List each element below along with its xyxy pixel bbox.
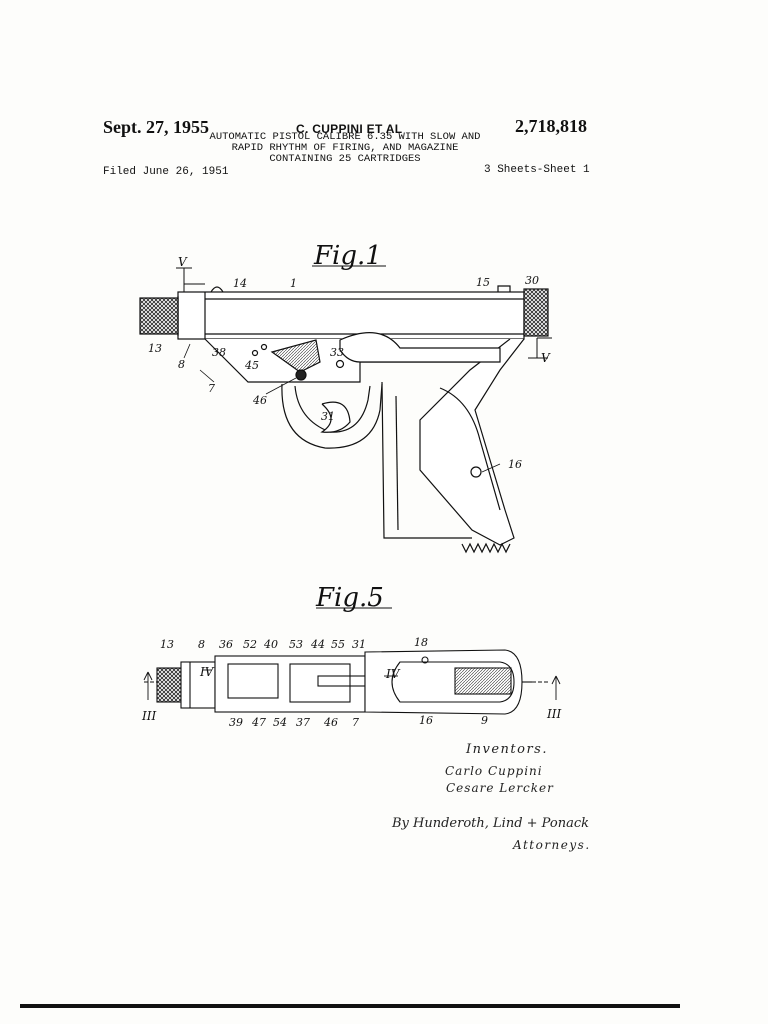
ref-numeral: 31 [321, 410, 335, 423]
inventor-name: C. CUPPINI ET AL [296, 122, 403, 136]
fig5-reference-numerals-bottom: 39 47 54 37 46 7 16 9 [229, 714, 488, 729]
ref-numeral: 8 [178, 358, 185, 371]
bottom-rule [20, 1004, 680, 1008]
section-mark-v-right [528, 337, 552, 359]
ref-numeral: 53 [289, 638, 303, 651]
ref-numeral: 1 [290, 277, 297, 290]
ref-numeral: 46 [323, 716, 338, 729]
title-line: RAPID RHYTHM OF FIRING, AND MAGAZINE [231, 142, 459, 154]
figure-1: Fig.1 [139, 241, 552, 554]
pistol-side-view [139, 285, 549, 554]
inventors-label: Inventors. [466, 742, 548, 757]
figure-5: Fig.5 [141, 583, 561, 729]
fig5-reference-numerals-top: 13 8 36 52 40 53 44 55 31 18 [160, 636, 428, 651]
ref-numeral: 45 [244, 359, 259, 372]
inventor-signature-1: Carlo Cuppini [445, 764, 543, 778]
ref-numeral: 16 [508, 458, 522, 471]
ref-numeral: 14 [233, 277, 247, 290]
section-label-v: V [178, 255, 188, 269]
ref-numeral: 7 [352, 716, 359, 729]
ref-numeral: 38 [212, 346, 226, 359]
title-line: AUTOMATIC PISTOL CALIBRE 6.35 WITH SLOW … [209, 131, 481, 143]
section-label-iv: IV [199, 665, 215, 679]
ref-numeral: 30 [525, 274, 539, 287]
ref-numeral: 9 [481, 714, 488, 727]
ref-numeral: 54 [273, 716, 287, 729]
section-label-iii: III [546, 707, 561, 721]
ref-numeral: 36 [219, 638, 233, 651]
ref-numeral: 7 [208, 382, 215, 395]
ref-numeral: 15 [476, 276, 490, 289]
ref-numeral: 39 [229, 716, 243, 729]
ref-numeral: 31 [352, 638, 366, 651]
sheet-count: 3 Sheets-Sheet 1 [484, 164, 590, 176]
ref-numeral: 13 [160, 638, 174, 651]
section-label-iii: III [141, 709, 156, 723]
section-label-v: V [541, 351, 551, 365]
ref-numeral: 18 [414, 636, 428, 649]
filed-date: Filed June 26, 1951 [103, 166, 229, 178]
ref-numeral: 55 [331, 638, 345, 651]
fig1-reference-numerals: 14 1 15 30 13 8 38 45 33 7 46 31 16 [148, 274, 539, 471]
patent-title: AUTOMATIC PISTOL CALIBRE 6.35 WITH SLOW … [200, 132, 490, 165]
attorneys-signature: By Hunderoth, Lind + Ponack [392, 816, 589, 831]
ref-numeral: 46 [252, 394, 267, 407]
ref-numeral: 52 [243, 638, 257, 651]
ref-numeral: 16 [419, 714, 433, 727]
fig1-leader-lines [183, 343, 501, 473]
ref-numeral: 13 [148, 342, 162, 355]
inventor-signature-2: Cesare Lercker [446, 781, 554, 795]
title-line: CONTAINING 25 CARTRIDGES [269, 153, 421, 165]
ref-numeral: 40 [263, 638, 278, 651]
attorneys-label: Attorneys. [513, 838, 591, 852]
fig5-section-lines [143, 669, 561, 700]
ref-numeral: 33 [330, 346, 344, 359]
section-mark-v-left [176, 267, 205, 292]
section-label-iv: IV [385, 667, 401, 681]
ref-numeral: 47 [251, 716, 266, 729]
ref-numeral: 37 [296, 716, 310, 729]
ref-numeral: 44 [310, 638, 325, 651]
ref-numeral: 8 [198, 638, 205, 651]
pistol-top-view [156, 649, 532, 715]
patent-date: Sept. 27, 1955 [103, 117, 210, 137]
patent-number: 2,718,818 [515, 116, 587, 136]
